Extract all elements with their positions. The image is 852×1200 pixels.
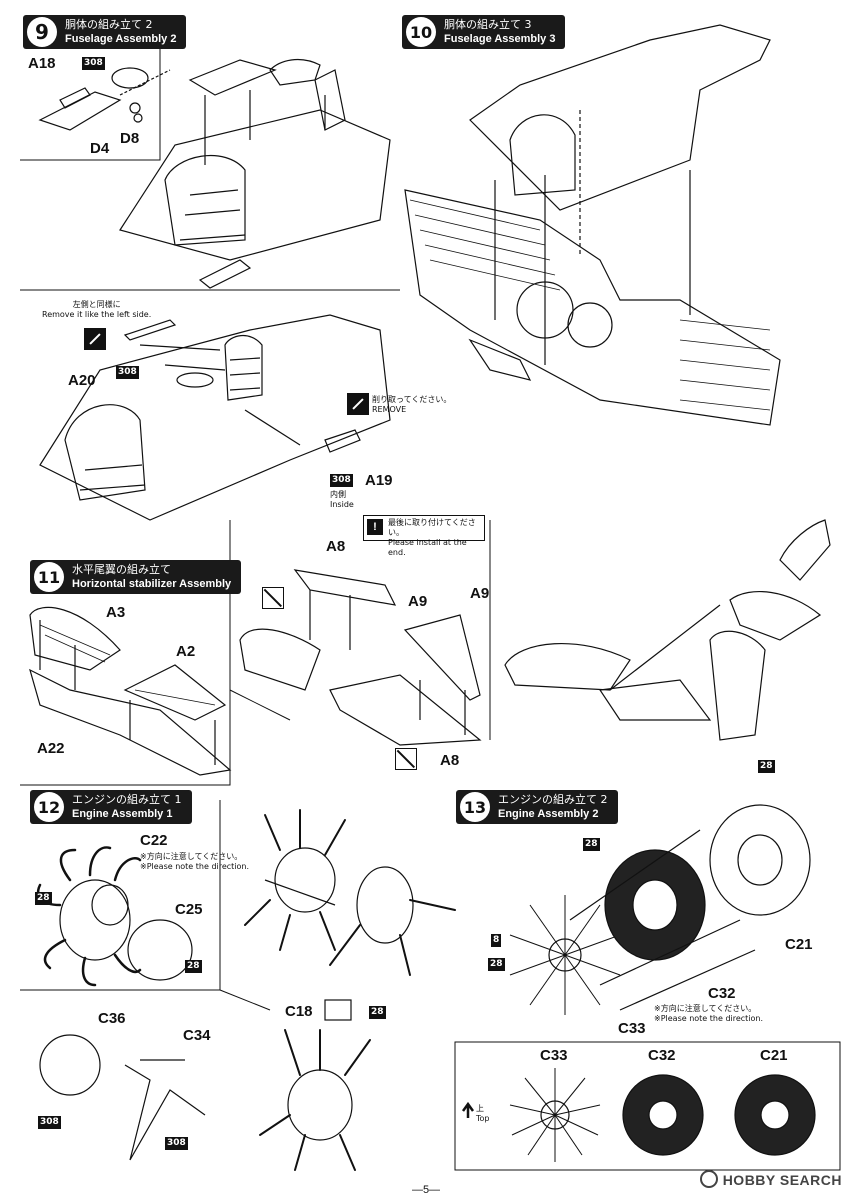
note-same-left: 左側と同様に Remove it like the left side.	[42, 300, 151, 320]
note-inside-jp: 内側	[330, 490, 346, 499]
note-direction-c32: ※方向に注意してください。 ※Please note the direction…	[654, 1004, 763, 1024]
paint-badge: 28	[488, 958, 505, 971]
step-13-header: 13 エンジンの組み立て 2 Engine Assembly 2	[456, 790, 618, 824]
step-title-jp: 胴体の組み立て 3	[444, 18, 532, 31]
paint-badge: 308	[165, 1137, 188, 1150]
panel-separators	[20, 20, 841, 1171]
note-remove-en: REMOVE	[372, 405, 407, 414]
part-label-a9-right: A9	[470, 585, 490, 602]
note-install-end-en: Please install at the end.	[388, 538, 467, 557]
cut-icon	[347, 393, 369, 415]
s12-engine-parts	[36, 809, 456, 1171]
paint-badge: 28	[185, 960, 202, 973]
part-label-d4: D4	[90, 140, 110, 157]
step-title-en: Fuselage Assembly 3	[444, 33, 556, 45]
step-number: 11	[34, 562, 64, 592]
step-11-header: 11 水平尾翼の組み立て Horizontal stabilizer Assem…	[30, 560, 242, 594]
part-label-c18: C18	[285, 1003, 313, 1020]
part-label-a20: A20	[68, 372, 96, 389]
ref-label-c33: C33	[540, 1047, 568, 1064]
no-glue-icon	[262, 587, 284, 609]
step-title-jp: 水平尾翼の組み立て	[72, 563, 171, 576]
part-label-a3: A3	[106, 604, 126, 621]
step-title-en: Horizontal stabilizer Assembly	[72, 578, 232, 590]
part-label-c21: C21	[785, 936, 813, 953]
paint-badge: 308	[330, 474, 353, 487]
cut-icon	[84, 328, 106, 350]
note-direction-jp: ※方向に注意してください。	[654, 1004, 757, 1013]
step-number: 12	[34, 792, 64, 822]
no-glue-icon	[395, 748, 417, 770]
paint-badge: 28	[35, 892, 52, 905]
part-label-c33: C33	[618, 1020, 646, 1037]
watermark-logo-icon	[700, 1170, 719, 1188]
note-same-left-en: Remove it like the left side.	[42, 310, 152, 319]
s9-small-parts	[38, 67, 171, 131]
s13-engine-rows	[509, 804, 811, 1015]
step-number: 13	[460, 792, 490, 822]
s10-fuselage-wing	[404, 24, 781, 426]
note-direction-en: ※Please note the direction.	[654, 1014, 764, 1023]
watermark: HOBBY SEARCH	[700, 1170, 842, 1188]
step-number: 10	[406, 17, 436, 47]
step-title-jp: エンジンの組み立て 2	[498, 793, 608, 806]
install-end-box: ! 最後に取り付けてください。 Please install at the en…	[363, 515, 485, 557]
part-label-a9-mid: A9	[408, 593, 428, 610]
part-label-d8: D8	[120, 130, 140, 147]
paint-badge: 308	[82, 57, 105, 70]
paint-badge: 8	[491, 934, 502, 947]
note-top-en: Top	[476, 1114, 490, 1123]
step-number: 9	[27, 17, 57, 47]
note-direction-en: ※Please note the direction.	[140, 862, 250, 871]
note-direction-jp: ※方向に注意してください。	[140, 852, 243, 861]
note-inside-en: Inside	[330, 500, 354, 509]
part-label-c32: C32	[708, 985, 736, 1002]
note-top: 上 Top	[476, 1104, 490, 1124]
paint-badge: 308	[38, 1116, 61, 1129]
s11-stabilizers	[29, 519, 831, 776]
note-inside: 内側 Inside	[330, 490, 354, 510]
part-label-a8-top: A8	[326, 538, 346, 555]
ref-label-c32: C32	[648, 1047, 676, 1064]
note-direction-c22: ※方向に注意してください。 ※Please note the direction…	[140, 852, 249, 872]
step-9-header: 9 胴体の組み立て 2 Fuselage Assembly 2	[23, 15, 187, 49]
s9-fuselage	[119, 58, 391, 289]
note-same-left-jp: 左側と同様に	[72, 300, 121, 309]
paint-badge: 28	[583, 838, 600, 851]
ref-engine-rows	[461, 1068, 816, 1162]
paint-badge: 28	[758, 760, 775, 773]
step-10-header: 10 胴体の組み立て 3 Fuselage Assembly 3	[402, 15, 566, 49]
step-title-jp: エンジンの組み立て 1	[72, 793, 182, 806]
part-label-a18: A18	[28, 55, 56, 72]
note-install-end-jp: 最後に取り付けてください。	[388, 518, 476, 537]
step-title-en: Engine Assembly 2	[498, 808, 599, 820]
warning-icon: !	[367, 519, 383, 535]
part-label-c25: C25	[175, 901, 203, 918]
note-remove: 削り取ってください。 REMOVE	[372, 395, 451, 415]
part-label-a2: A2	[176, 643, 196, 660]
note-install-end: 最後に取り付けてください。 Please install at the end.	[388, 518, 484, 558]
note-top-jp: 上	[476, 1104, 484, 1113]
step-title-en: Fuselage Assembly 2	[65, 33, 177, 45]
watermark-text: HOBBY SEARCH	[722, 1172, 842, 1188]
note-remove-jp: 削り取ってください。	[372, 395, 452, 404]
s9-lower-fuselage	[39, 314, 391, 521]
paint-badge: 308	[116, 366, 139, 379]
step-title-jp: 胴体の組み立て 2	[65, 18, 153, 31]
part-label-a19: A19	[365, 472, 393, 489]
part-label-c22: C22	[140, 832, 168, 849]
part-label-c34: C34	[183, 1027, 211, 1044]
ref-label-c21: C21	[760, 1047, 788, 1064]
paint-badge: 28	[369, 1006, 386, 1019]
part-label-a8-bottom: A8	[440, 752, 460, 769]
part-label-a22: A22	[37, 740, 65, 757]
page-number: —5—	[411, 1184, 441, 1196]
step-12-header: 12 エンジンの組み立て 1 Engine Assembly 1	[30, 790, 192, 824]
step-title-en: Engine Assembly 1	[72, 808, 173, 820]
part-label-c36: C36	[98, 1010, 126, 1027]
